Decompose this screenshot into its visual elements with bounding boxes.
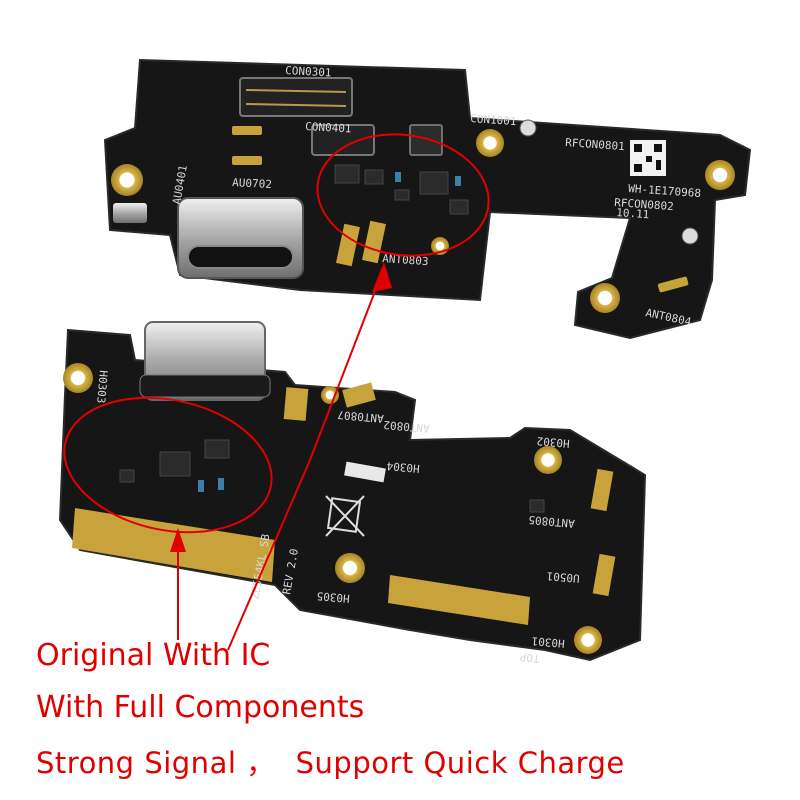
svg-text:H0304: H0304 <box>386 459 420 475</box>
svg-text:ANT0802: ANT0802 <box>383 418 430 435</box>
top-pcb-board: CON0301 CON0401 CON1001 RFCON0801 RFCON0… <box>103 58 752 340</box>
caption-full-components: With Full Components <box>36 690 365 725</box>
svg-text:CON0401: CON0401 <box>305 120 352 135</box>
svg-text:U0501: U0501 <box>546 569 580 585</box>
svg-text:H0302: H0302 <box>536 434 570 450</box>
caption-signal-charge: Strong Signal ， Support Quick Charge <box>36 740 800 782</box>
svg-text:AU0702: AU0702 <box>232 176 272 191</box>
mounting-pad <box>111 164 143 196</box>
svg-text:RFCON0801: RFCON0801 <box>565 136 625 153</box>
svg-text:H0305: H0305 <box>316 589 350 605</box>
bottom-pcb-board: H0304 ANT0807 ANT0802 H0302 ANT0805 U050… <box>58 321 647 665</box>
svg-text:CON1001: CON1001 <box>470 112 517 128</box>
caption-strong-signal: Strong Signal ， <box>36 746 276 780</box>
svg-text:H0303: H0303 <box>94 370 110 404</box>
mounting-pad <box>476 129 504 157</box>
svg-text:TOP: TOP <box>519 650 540 665</box>
mounting-pad <box>534 446 562 474</box>
metal-clip <box>113 203 147 223</box>
mounting-pad <box>574 626 602 654</box>
ic-highlight-annotations <box>63 133 490 651</box>
mounting-pad <box>705 160 735 190</box>
caption-original-with-ic: Original With IC <box>36 638 271 673</box>
mounting-pad <box>590 283 620 313</box>
svg-text:ANT0805: ANT0805 <box>528 513 575 530</box>
mounting-pad <box>63 363 93 393</box>
arrow-head-top <box>372 262 392 292</box>
annotation-arrow-top <box>227 267 385 651</box>
svg-text:10.11: 10.11 <box>616 206 650 221</box>
arrow-head-bottom <box>170 528 186 552</box>
svg-text:H0301: H0301 <box>531 634 565 650</box>
board-connector <box>239 77 353 117</box>
board-connector <box>409 124 443 156</box>
ic-highlight-ellipse-top <box>316 133 490 257</box>
caption-quick-charge: Support Quick Charge <box>295 746 625 780</box>
rf-connector <box>519 119 537 137</box>
svg-text:RFCON0802: RFCON0802 <box>614 196 674 213</box>
svg-text:CON0301: CON0301 <box>285 64 332 79</box>
rf-connector <box>681 227 699 245</box>
svg-text:ANT0807: ANT0807 <box>337 408 384 425</box>
mounting-pad <box>321 386 339 404</box>
mounting-pad <box>335 553 365 583</box>
svg-text:WH-1E170968: WH-1E170968 <box>628 182 702 200</box>
ic-highlight-ellipse-bottom <box>63 396 273 534</box>
board-connector <box>311 124 375 156</box>
